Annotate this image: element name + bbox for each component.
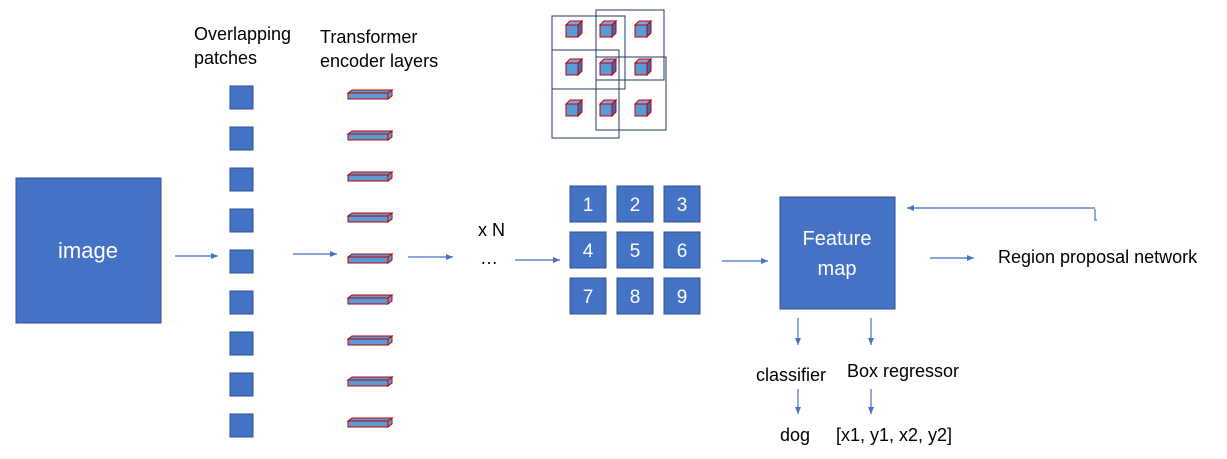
patch <box>229 85 254 110</box>
cube <box>633 98 653 118</box>
cube <box>564 57 584 77</box>
arrow-rpn-feedback <box>1094 209 1097 221</box>
cube <box>633 57 653 77</box>
patch <box>229 208 254 233</box>
patch <box>229 331 254 356</box>
cube <box>598 57 618 77</box>
grid-cell-label: 8 <box>630 287 641 308</box>
image-block: image <box>15 177 162 324</box>
grid-cell: 6 <box>663 231 701 269</box>
overlap-window <box>551 49 620 139</box>
transformer-title-line1: Transformer <box>320 27 417 47</box>
grid-cell: 4 <box>569 231 607 269</box>
box-output-label: [x1, y1, x2, y2] <box>836 425 952 445</box>
box-regressor-label: Box regressor <box>847 361 959 381</box>
grid-cell: 9 <box>663 277 701 315</box>
encoder-layer <box>346 89 394 100</box>
grid-cell-label: 4 <box>583 241 594 262</box>
patches-title-line2: patches <box>194 48 257 68</box>
encoder-layer <box>346 294 394 305</box>
ellipsis: … <box>480 248 498 268</box>
patch <box>229 290 254 315</box>
overlap-window <box>595 56 667 131</box>
grid-cell: 2 <box>616 185 654 223</box>
feature-map-label-line1: Feature <box>803 228 872 250</box>
arrows <box>175 205 1097 414</box>
grid-cell: 5 <box>616 231 654 269</box>
grid-cell-label: 3 <box>677 195 688 216</box>
encoder-layer <box>346 212 394 223</box>
grid-cell-label: 2 <box>630 195 641 216</box>
rpn-label: Region proposal network <box>998 247 1198 267</box>
grid-cell-label: 9 <box>677 287 688 308</box>
cube <box>564 19 584 39</box>
encoder-layer <box>346 253 394 264</box>
encoder-layers-column <box>346 89 394 428</box>
token-grid: 1 2 3 4 5 6 7 8 9 <box>569 185 701 315</box>
encoder-layer <box>346 335 394 346</box>
cube <box>598 98 618 118</box>
patch <box>229 167 254 192</box>
patches-column <box>229 85 254 438</box>
overlapping-windows-illustration <box>551 9 667 139</box>
cube <box>633 19 653 39</box>
encoder-layer <box>346 417 394 428</box>
transformer-title-line2: encoder layers <box>320 51 438 71</box>
feature-map-label-line2: map <box>818 258 857 280</box>
grid-cell: 8 <box>616 277 654 315</box>
patch <box>229 413 254 438</box>
overlap-window <box>595 9 665 81</box>
feature-map-block: Feature map <box>779 196 896 310</box>
grid-cell-label: 7 <box>583 287 594 308</box>
classifier-label: classifier <box>756 365 826 385</box>
class-output-label: dog <box>780 425 810 445</box>
encoder-layer <box>346 376 394 387</box>
grid-cell-label: 1 <box>583 195 594 216</box>
grid-cell: 3 <box>663 185 701 223</box>
encoder-layer <box>346 171 394 182</box>
grid-cell-label: 6 <box>677 241 688 262</box>
image-label: image <box>58 238 118 263</box>
repeat-label: x N <box>478 220 505 240</box>
cube <box>564 98 584 118</box>
grid-cell: 1 <box>569 185 607 223</box>
patch <box>229 372 254 397</box>
patch <box>229 249 254 274</box>
encoder-layer <box>346 130 394 141</box>
patch <box>229 126 254 151</box>
grid-cell-label: 5 <box>630 241 641 262</box>
cube <box>598 19 618 39</box>
grid-cell: 7 <box>569 277 607 315</box>
patches-title-line1: Overlapping <box>194 24 291 44</box>
